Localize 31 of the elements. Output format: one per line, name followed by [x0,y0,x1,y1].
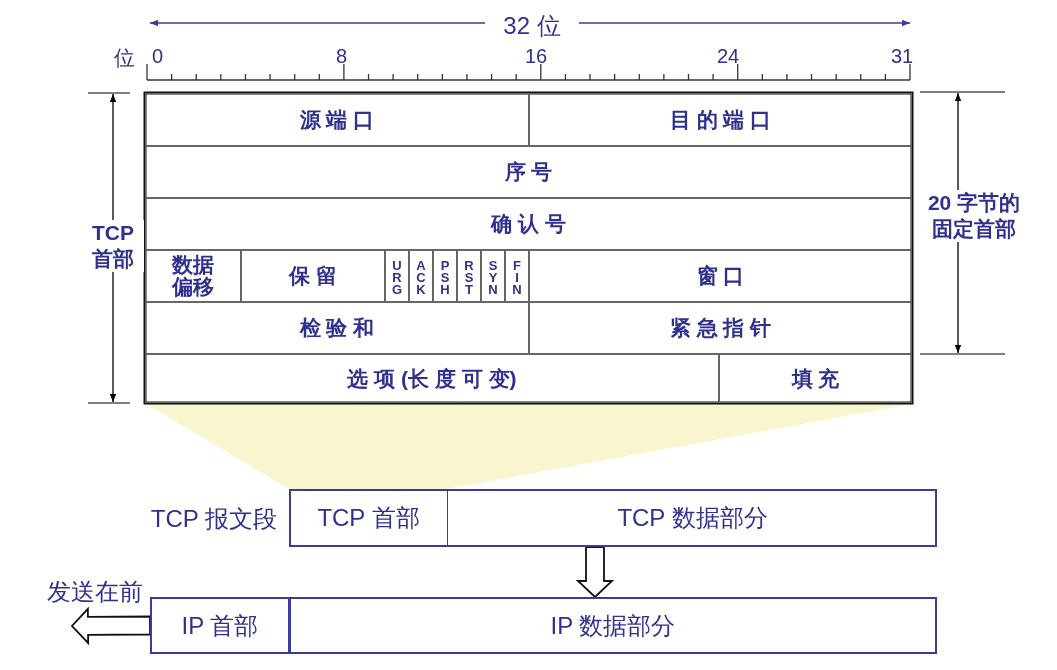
hollow-arrow [70,606,151,646]
segment-heading: TCP 报文段 [150,504,277,534]
flag-cell: PSH [433,250,457,302]
field-cell: 填 充 [719,354,912,403]
bit-number: 8 [336,45,348,68]
flag-cell: SYN [481,250,505,302]
field-cell: 保 留 [241,250,385,302]
bit-number: 24 [717,45,740,68]
segment-part: TCP 首部 [289,489,448,547]
hollow-arrow [575,546,615,599]
field-cell: 紧 急 指 针 [529,302,912,354]
field-cell: 检 验 和 [145,302,529,354]
edge-label: 发送在前 [47,576,143,607]
flag-cell: ACK [409,250,433,302]
flag-cell: RST [457,250,481,302]
segment-part: TCP 数据部分 [447,489,937,547]
field-cell: 窗 口 [529,250,912,302]
field-cell: 选 项 (长 度 可 变) [145,354,719,403]
flag-cell: FIN [505,250,529,302]
field-cell: 源 端 口 [145,93,529,146]
axis-label: 位 [114,45,135,71]
flag-cell: URG [385,250,409,302]
field-cell: 目 的 端 口 [529,93,912,146]
field-cell: 数据偏移 [145,250,241,302]
bit-number: 31 [891,45,914,68]
bit-number: 0 [152,45,164,68]
segment-part: IP 首部 [150,597,290,654]
bit-number: 16 [525,45,548,68]
segment-part: IP 数据部分 [289,597,937,654]
field-cell: 序 号 [145,146,912,198]
field-cell: 确 认 号 [145,198,912,250]
